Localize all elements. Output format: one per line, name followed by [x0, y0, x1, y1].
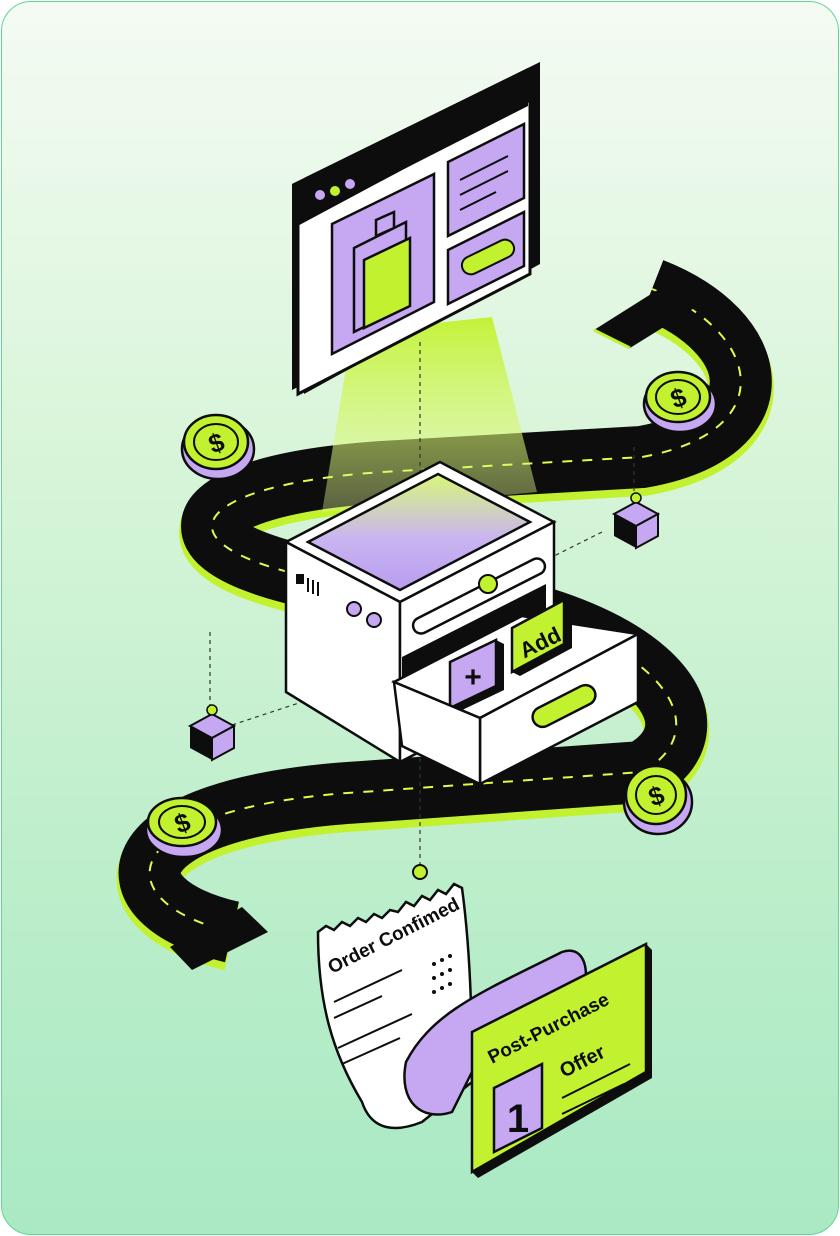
- battery-icon: [352, 210, 412, 335]
- light-beam: [322, 317, 537, 512]
- dollar-coin-icon: $: [180, 413, 256, 481]
- post-purchase-offer-card[interactable]: Post-Purchase 1 Offer: [470, 941, 652, 1178]
- drawer: + Add: [391, 597, 642, 787]
- dollar-coin-icon: $: [642, 370, 718, 434]
- dollar-coin-icon: $: [144, 796, 224, 859]
- offer-number: 1: [507, 1097, 529, 1141]
- browser-window-icon: [292, 62, 540, 397]
- cube-icon: [187, 704, 237, 762]
- add-button[interactable]: Add: [510, 597, 572, 676]
- cube-icon: [611, 492, 661, 550]
- plus-label: +: [464, 661, 482, 694]
- dollar-coin-icon: $: [622, 764, 694, 836]
- add-to-cart-plus-button[interactable]: +: [448, 638, 504, 712]
